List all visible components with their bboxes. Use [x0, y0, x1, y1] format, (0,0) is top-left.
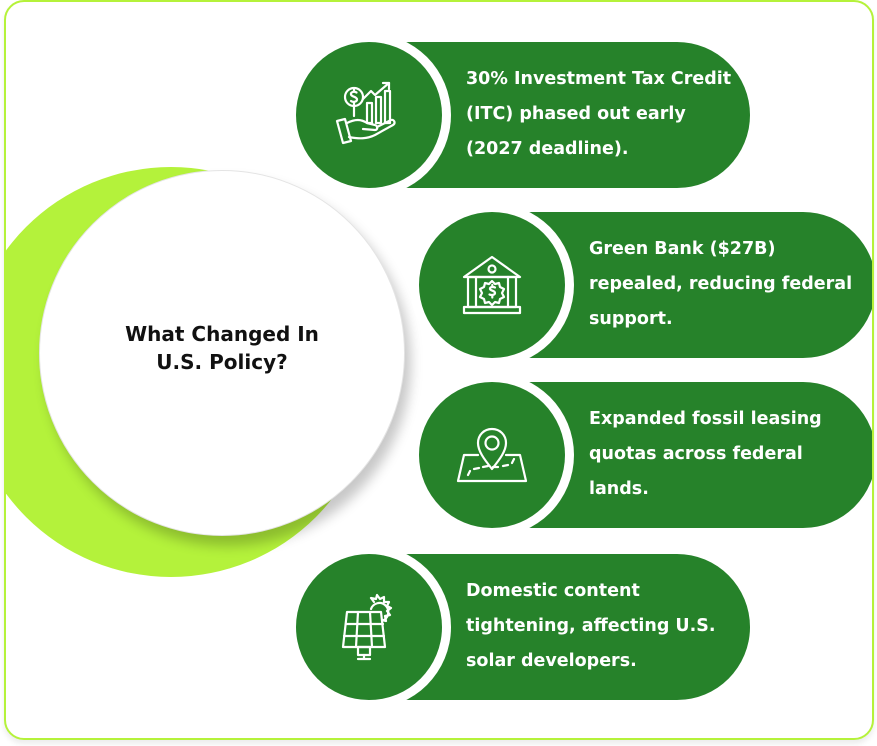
map-pin-icon	[456, 427, 528, 483]
center-title: What Changed In U.S. Policy?	[125, 322, 319, 374]
item-pill-3: Expanded fossil leasing quotas across fe…	[493, 382, 872, 528]
item-text-1: 30% Investment Tax Credit (ITC) phased o…	[466, 69, 732, 159]
item-text-3: Expanded fossil leasing quotas across fe…	[589, 409, 822, 499]
item-icon-circle-1	[296, 42, 442, 188]
item-icon-circle-2	[419, 212, 565, 358]
center-circle: What Changed In U.S. Policy?	[39, 170, 405, 536]
bank-dollar-icon	[462, 255, 522, 315]
item-text-4: Domestic content tightening, affecting U…	[466, 581, 716, 671]
item-icon-circle-3	[419, 382, 565, 528]
item-icon-circle-4	[296, 554, 442, 700]
item-text-2: Green Bank ($27B) repealed, reducing fed…	[589, 239, 853, 329]
solar-panel-icon	[341, 593, 393, 661]
infographic-card: What Changed In U.S. Policy? 30% Investm…	[4, 0, 874, 740]
hand-money-growth-icon	[335, 81, 396, 145]
